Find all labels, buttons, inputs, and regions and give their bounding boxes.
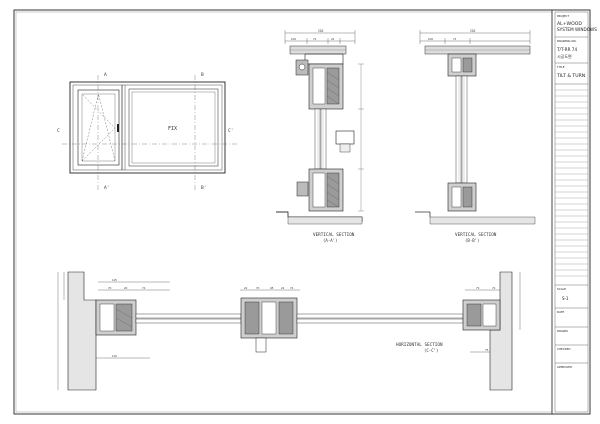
marker-a-top: A bbox=[104, 72, 107, 78]
marker-b-top: B bbox=[201, 72, 204, 78]
vb-dim-overall: 218 bbox=[470, 29, 476, 33]
title-block bbox=[551, 10, 589, 414]
h-dim-right-2: 74 bbox=[492, 286, 496, 290]
sheet-border bbox=[13, 9, 591, 415]
drawing-title: TILT & TURN bbox=[556, 73, 585, 79]
drawing-no: T/T-RR 74 bbox=[556, 47, 577, 52]
marker-a-bottom: A' bbox=[104, 185, 109, 191]
vb-section-sub: (B-B') bbox=[465, 238, 479, 243]
h-dim-mid-1: 22 bbox=[244, 286, 248, 290]
approved-caption: APPROVED bbox=[557, 365, 572, 369]
elevation-section-lines bbox=[62, 75, 238, 190]
h-section-sub: (C-C') bbox=[424, 348, 438, 353]
horizontal-section bbox=[57, 271, 521, 391]
project-name-line1: AL+WOOD bbox=[557, 21, 582, 27]
project-name-line2: SYSTEM WINDOWS bbox=[557, 27, 597, 32]
va-dim-top-b: 74 bbox=[313, 37, 317, 41]
drawn-caption: DRAWN bbox=[557, 329, 568, 333]
va-dim-top-a: 100 bbox=[291, 37, 296, 41]
marker-c-right: C' bbox=[228, 128, 233, 134]
h-dim-bottom-left: 115 bbox=[112, 354, 117, 358]
h-dim-mid-4: 24 bbox=[281, 286, 285, 290]
date-caption: DATE bbox=[557, 310, 565, 314]
h-dim-left-3: 20 bbox=[124, 286, 128, 290]
h-section-title: HORIZONTAL SECTION bbox=[396, 342, 443, 348]
vb-section-title: VERTICAL SECTION bbox=[455, 232, 497, 238]
va-section-sub: (A-A') bbox=[323, 238, 337, 243]
scale-caption: SCALE bbox=[557, 287, 566, 291]
marker-b-bottom: B' bbox=[201, 185, 206, 191]
h-dim-left-4: 74 bbox=[142, 286, 146, 290]
project-caption: PROJECT bbox=[557, 14, 569, 18]
vb-dim-top-a: 100 bbox=[428, 37, 433, 41]
vertical-section-b bbox=[415, 30, 536, 225]
drawing-no-sub: 시공도면 bbox=[557, 53, 572, 59]
h-dim-mid-5: 74 bbox=[290, 286, 294, 290]
va-dim-top-c: 24 bbox=[331, 37, 335, 41]
h-dim-mid-2: 70 bbox=[256, 286, 260, 290]
va-dim-overall: 218 bbox=[318, 29, 324, 33]
h-dim-right-1: 73 bbox=[476, 286, 480, 290]
vb-dim-top-b: 74 bbox=[453, 37, 457, 41]
title-caption: TITLE bbox=[556, 65, 565, 69]
checked-caption: CHECKED bbox=[557, 347, 571, 351]
va-section-title: VERTICAL SECTION bbox=[313, 232, 355, 238]
h-dim-mid-3: 38 bbox=[270, 286, 274, 290]
drawing-no-caption: DRAWING NO. bbox=[557, 39, 577, 43]
h-dim-left-2: 70 bbox=[108, 286, 112, 290]
window-elevation bbox=[69, 81, 226, 174]
marker-c-left: C bbox=[57, 128, 60, 134]
h-dim-left-1: 115 bbox=[112, 278, 117, 282]
vertical-section-a bbox=[276, 30, 364, 225]
fix-label: FIX bbox=[168, 126, 177, 132]
h-dim-bottom-right: 75 bbox=[485, 348, 489, 352]
scale-value: S-1 bbox=[562, 296, 569, 301]
